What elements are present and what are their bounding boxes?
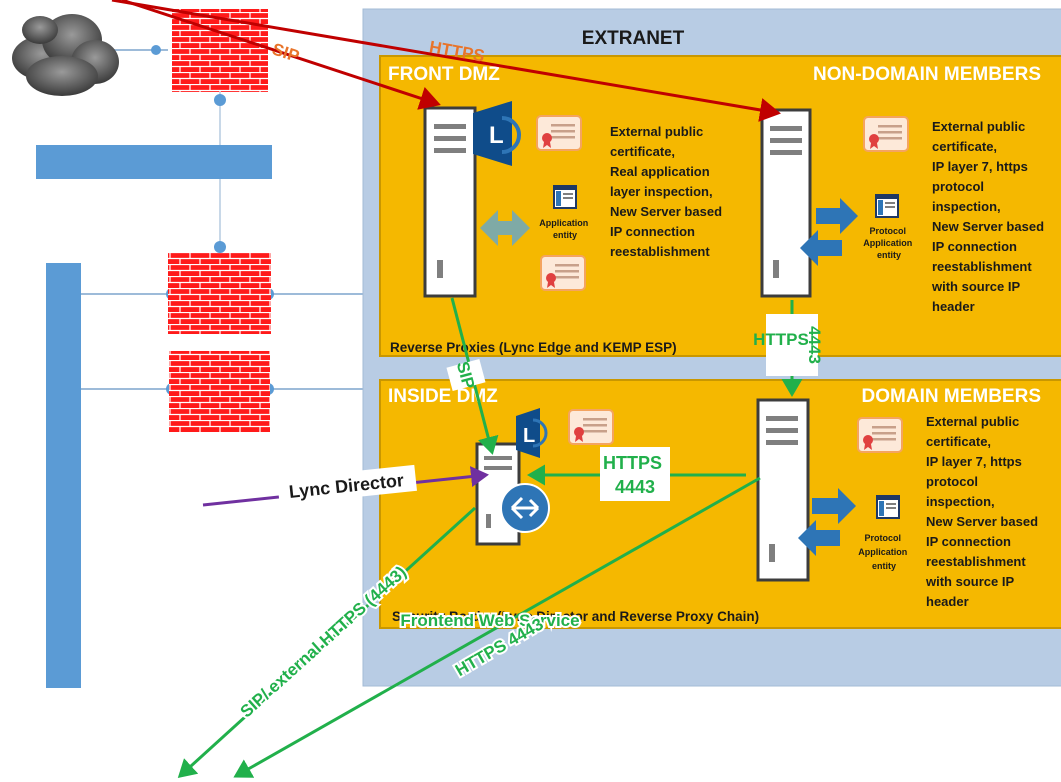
front-server1-description: External public certificate, Real applic… <box>610 124 726 259</box>
inside-server2-description: External public certificate, IP layer 7,… <box>925 414 1042 609</box>
front-dmz-title: FRONT DMZ <box>388 64 500 85</box>
kemp-esp-server-icon <box>760 108 858 298</box>
inside-dmz-members-label: DOMAIN MEMBERS <box>862 386 1041 407</box>
sip-external-https-arrow <box>177 506 477 779</box>
firewall-middle-icon <box>168 253 271 334</box>
svg-text:L: L <box>489 122 504 149</box>
lync-edge-server-icon: L <box>423 101 530 298</box>
sip-arrow-top <box>121 0 441 110</box>
frontend-web-service-arrow <box>233 476 761 778</box>
internet-cloud-icon <box>12 14 119 96</box>
inside-reverse-proxy-server-icon <box>756 398 856 582</box>
firewall-bottom-icon <box>169 351 270 432</box>
certificate-icon <box>568 409 614 445</box>
svg-text:L: L <box>523 425 535 447</box>
front-server2-description: External public certificate, IP layer 7,… <box>931 119 1048 314</box>
application-entity-label: Application entity <box>539 218 591 240</box>
vertical-network-bar <box>46 263 81 688</box>
https-4443-horizontal-label: HTTPS 4443 <box>603 453 667 497</box>
certificate-icon <box>536 115 582 151</box>
certificate-icon <box>540 255 586 291</box>
front-dmz-zone: FRONT DMZ NON-DOMAIN MEMBERS Reverse Pro… <box>379 55 1061 357</box>
inside-dmz-title: INSIDE DMZ <box>388 386 498 407</box>
https-4443-vertical-label: HTTPS <box>753 330 809 349</box>
protocol-application-entity-icon <box>876 495 900 519</box>
https-arrow-top <box>111 0 781 122</box>
horizontal-network-bar <box>36 145 272 179</box>
sip-top-label: SIP <box>270 39 302 66</box>
protocol-application-entity-icon <box>875 194 899 218</box>
extranet-title: EXTRANET <box>582 28 685 49</box>
application-entity-icon <box>553 185 577 209</box>
certificate-icon <box>863 116 909 152</box>
frontend-web-service-label: Frontend Web Service <box>400 611 579 630</box>
protocol-application-entity-label: Protocol Application entity <box>858 533 910 571</box>
front-dmz-caption: Reverse Proxies (Lync Edge and KEMP ESP) <box>390 340 677 355</box>
front-dmz-members-label: NON-DOMAIN MEMBERS <box>813 64 1041 85</box>
inside-dmz-caption: Security Border (Lync Director and Rever… <box>392 609 759 624</box>
lync-director-server-icon: L <box>475 408 550 546</box>
https-4443-vertical-label-2: 4443 <box>805 326 824 364</box>
certificate-icon <box>857 417 903 453</box>
protocol-application-entity-label: Protocol Application entity <box>863 226 915 260</box>
